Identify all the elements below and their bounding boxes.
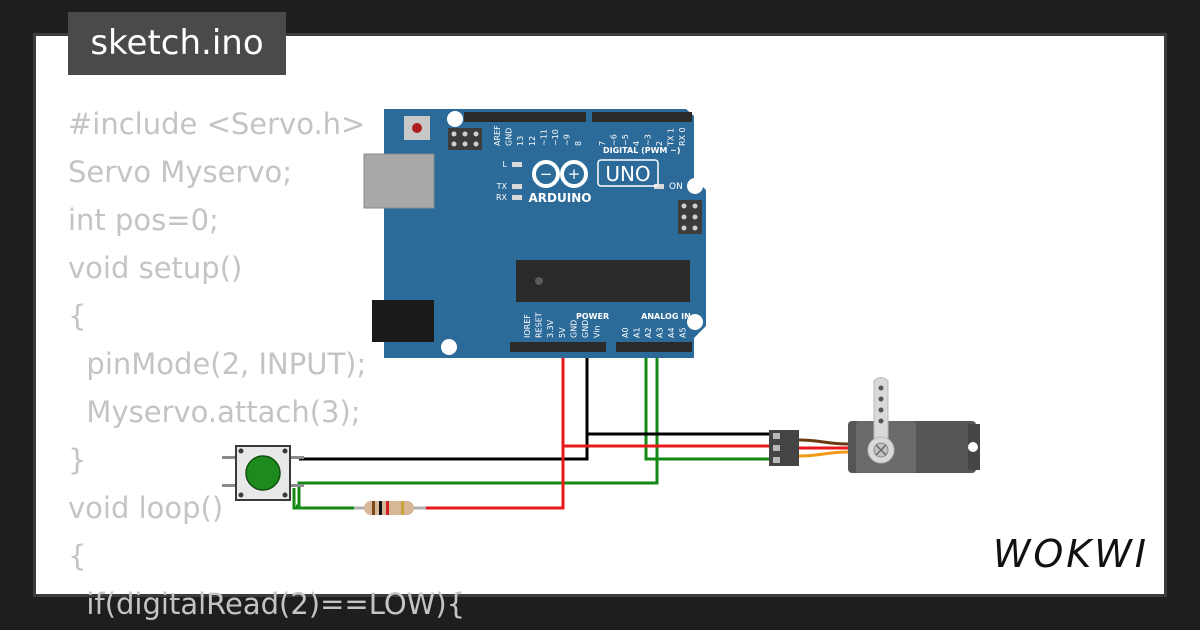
pin-label: RESET <box>535 312 544 338</box>
led-rx <box>512 195 522 200</box>
pin-label: A0 <box>621 327 630 338</box>
power-label: POWER <box>576 312 609 321</box>
mounting-hole <box>687 178 703 194</box>
digital-label: DIGITAL (PWM ~) <box>603 146 681 155</box>
pin-label: TX 1 <box>666 128 675 147</box>
pin-label: 3.3V <box>546 319 555 338</box>
code-line: void setup() <box>68 251 243 285</box>
pin-label: A2 <box>644 327 653 338</box>
microcontroller-chip <box>516 260 690 302</box>
pin-label: 5V <box>558 327 567 338</box>
wire-red-resistor[interactable] <box>421 446 565 510</box>
pin-label: IOREF <box>523 314 532 338</box>
code-preview: #include <Servo.h> Servo Myservo; int pos=… <box>68 100 465 628</box>
pin-label: 7 <box>598 141 607 146</box>
file-tab[interactable]: sketch.ino <box>68 12 286 75</box>
wire-black-button[interactable] <box>299 434 589 461</box>
board-model: UNO <box>605 162 650 186</box>
wokwi-logo: WOKWI <box>993 532 1149 576</box>
button-cap[interactable] <box>245 455 281 491</box>
svg-text:+: + <box>568 165 581 183</box>
mounting-hole <box>447 111 463 127</box>
code-line: Servo Myservo; <box>68 155 293 189</box>
pin-label: A1 <box>633 327 642 338</box>
code-line: void loop() <box>68 491 224 525</box>
code-line: #include <Servo.h> <box>68 107 366 141</box>
code-line: if(digitalRead(2)==LOW){ <box>68 587 466 621</box>
pin-label: AREF <box>493 125 502 146</box>
board-logo-text: ARDUINO <box>529 191 592 205</box>
icsp-header <box>448 128 482 150</box>
usb-connector <box>363 153 435 209</box>
uno-badge <box>597 159 659 187</box>
wire-red-5v[interactable] <box>561 347 771 448</box>
reset-button-cap[interactable] <box>412 123 422 133</box>
pin-label: GND <box>569 320 578 338</box>
wire-green-button[interactable] <box>296 118 659 508</box>
led-on-label: ON <box>669 182 683 192</box>
wire-green-resistor[interactable] <box>292 488 361 510</box>
pin-label: ~6 <box>609 134 618 146</box>
pin-label: Vin <box>593 325 602 338</box>
servo-motor[interactable] <box>769 377 980 474</box>
led-tx-label: TX <box>496 182 508 191</box>
pin-label: 4 <box>632 141 641 146</box>
arduino-logo-icon <box>532 160 588 188</box>
mounting-hole <box>441 339 457 355</box>
code-line: { <box>68 299 87 333</box>
digital-header[interactable] <box>464 112 692 122</box>
resistor[interactable] <box>354 501 426 515</box>
led-tx <box>512 184 522 189</box>
pin-label: GND <box>581 320 590 338</box>
arduino-uno-board[interactable]: − + UNO ARDUINO ON L TX RX DIGITAL (PWM … <box>363 109 706 358</box>
mounting-hole <box>687 314 703 330</box>
pin-label: GND <box>505 128 514 146</box>
svg-text:−: − <box>540 165 553 183</box>
pin-label: A5 <box>679 327 688 338</box>
power-jack <box>372 300 434 342</box>
pin-label: ~9 <box>563 134 572 146</box>
pushbutton[interactable] <box>222 445 304 501</box>
pin-label: ~5 <box>621 134 630 146</box>
led-l <box>512 162 522 167</box>
pin-label: A4 <box>667 327 676 338</box>
pin-label: 8 <box>574 141 583 146</box>
code-line: pinMode(2, INPUT); <box>68 347 367 381</box>
pin-label: 2 <box>655 141 664 146</box>
code-line: } <box>68 443 87 477</box>
pin-label: 13 <box>516 136 525 146</box>
code-line: int pos=0; <box>68 203 219 237</box>
led-l-label: L <box>503 160 508 169</box>
wire-black-gnd[interactable] <box>585 347 771 436</box>
project-preview-card: #include <Servo.h> Servo Myservo; int pos=… <box>33 33 1167 621</box>
pin-label: A3 <box>656 327 665 338</box>
pin-label: ~11 <box>539 129 548 146</box>
code-line: { <box>68 539 87 573</box>
pin-label: ~3 <box>644 134 653 146</box>
analog-label: ANALOG IN <box>641 312 691 321</box>
circuit-diagram: − + UNO ARDUINO ON L TX RX DIGITAL (PWM … <box>222 109 1149 576</box>
pin-label: ~10 <box>551 129 560 146</box>
code-line: Myservo.attach(3); <box>68 395 361 429</box>
icsp-header-right <box>678 200 702 234</box>
led-rx-label: RX <box>496 193 508 202</box>
led-on <box>654 184 664 189</box>
pin-label: 12 <box>528 136 537 146</box>
pin-label: RX 0 <box>678 127 687 146</box>
power-header[interactable] <box>510 342 692 352</box>
